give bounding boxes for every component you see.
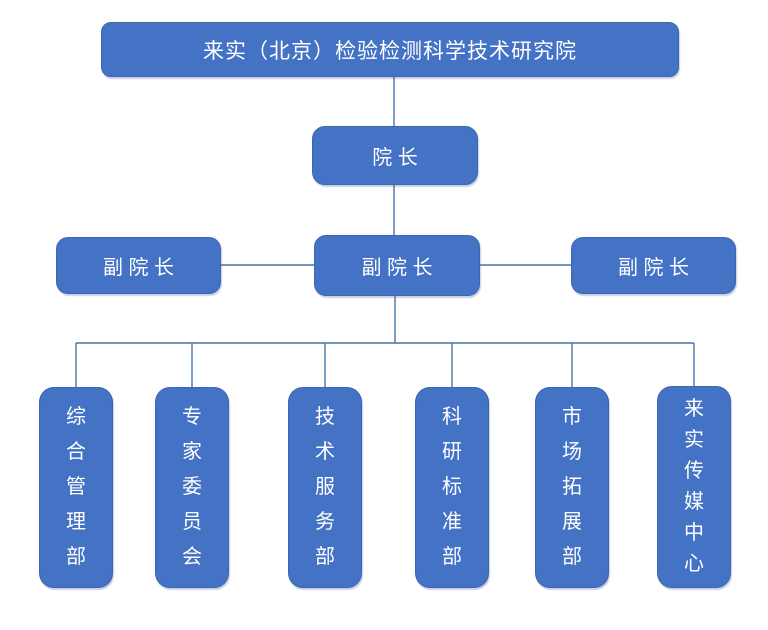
node-vice-president-3-label: 副 院 长 xyxy=(617,257,690,279)
node-vice-president-2-label: 副 院 长 xyxy=(361,257,433,279)
node-dept-general-management-label: 综合管理部 xyxy=(66,406,86,568)
node-institute-label: 来实（北京）检验检测科学技术研究院 xyxy=(203,39,577,63)
node-vice-president-3: 副 院 长 xyxy=(571,237,736,294)
node-dept-general-management: 综合管理部 xyxy=(39,387,113,588)
node-dept-expert-committee: 专家委员会 xyxy=(155,387,229,588)
node-dept-media-center: 来实传媒中心 xyxy=(657,386,731,588)
node-dept-market-expansion: 市场拓展部 xyxy=(535,387,609,588)
node-vice-president-1: 副 院 长 xyxy=(56,237,221,294)
node-dept-technical-service-label: 技术服务部 xyxy=(315,406,335,568)
node-institute: 来实（北京）检验检测科学技术研究院 xyxy=(101,22,679,77)
node-dept-expert-committee-label: 专家委员会 xyxy=(182,406,202,568)
node-vice-president-1-label: 副 院 长 xyxy=(102,257,175,279)
node-dept-research-standards-label: 科研标准部 xyxy=(442,406,462,568)
node-dept-research-standards: 科研标准部 xyxy=(415,387,489,588)
node-president: 院 长 xyxy=(312,126,478,185)
node-dept-technical-service: 技术服务部 xyxy=(288,387,362,588)
node-dept-market-expansion-label: 市场拓展部 xyxy=(562,406,582,568)
node-dept-media-center-label: 来实传媒中心 xyxy=(684,398,704,575)
node-vice-president-2: 副 院 长 xyxy=(314,235,480,296)
node-president-label: 院 长 xyxy=(372,147,418,169)
